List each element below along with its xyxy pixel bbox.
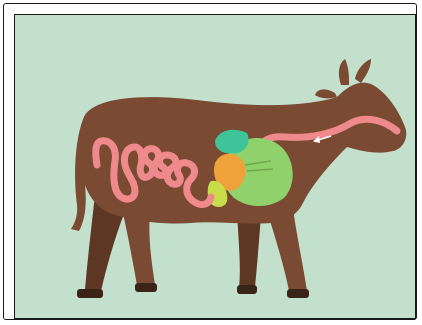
hoof bbox=[135, 283, 157, 292]
hoof bbox=[77, 289, 103, 298]
diagram-panel bbox=[14, 14, 416, 319]
hoof bbox=[237, 285, 257, 294]
hoof bbox=[287, 289, 309, 298]
figure-frame bbox=[3, 3, 417, 320]
cow-digestive-diagram bbox=[15, 15, 416, 319]
